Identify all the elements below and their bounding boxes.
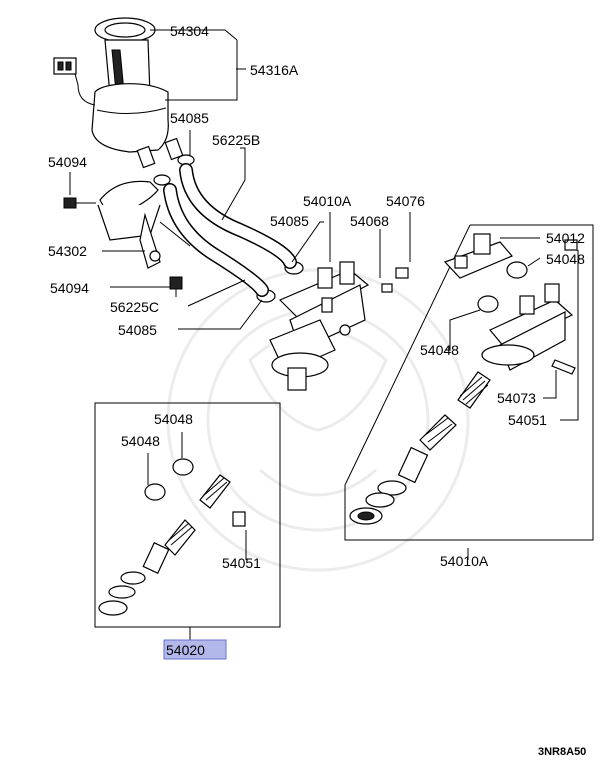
label-54051-kit: 54051: [222, 555, 261, 571]
hoses: [163, 163, 297, 297]
leader-lines: [69, 29, 579, 560]
label-54094-bottom: 54094: [50, 280, 89, 296]
master-cylinder-center: [269, 261, 409, 391]
kit-number-highlight: [163, 639, 227, 660]
kit-frame: [94, 402, 281, 628]
label-54094-top: 54094: [48, 154, 87, 170]
reservoir-bracket: [63, 176, 191, 297]
label-54051-right: 54051: [508, 412, 547, 428]
label-54316A: 54316A: [250, 62, 299, 78]
label-54076: 54076: [386, 193, 425, 209]
label-54048-right-top: 54048: [546, 251, 585, 267]
repair-kit-parts: [98, 458, 246, 616]
right-detail-frame: [344, 224, 594, 541]
label-54068: 54068: [350, 213, 389, 229]
label-54010A-bottom: 54010A: [440, 553, 489, 569]
part-labels: 54304 54316A 54085 56225B 54094 54302 54…: [48, 23, 586, 758]
label-54302: 54302: [48, 243, 87, 259]
label-54085-lower: 54085: [118, 322, 157, 338]
label-54304: 54304: [170, 23, 209, 39]
label-54010A-top: 54010A: [303, 193, 352, 209]
label-54020: 54020: [166, 642, 205, 658]
label-54048-right-bottom: 54048: [420, 342, 459, 358]
label-56225C: 56225C: [110, 299, 159, 315]
label-54012: 54012: [546, 230, 585, 246]
label-54048-kit-top: 54048: [154, 411, 193, 427]
reservoir-assembly: [53, 17, 184, 169]
label-54073: 54073: [497, 390, 536, 406]
label-54048-kit-bottom: 54048: [121, 433, 160, 449]
reference-code: 3NR8A50: [538, 746, 586, 758]
label-54085-reservoir: 54085: [170, 110, 209, 126]
master-cylinder-exploded-right: [349, 233, 578, 525]
label-54085-center: 54085: [270, 213, 309, 229]
label-56225B: 56225B: [212, 132, 260, 148]
